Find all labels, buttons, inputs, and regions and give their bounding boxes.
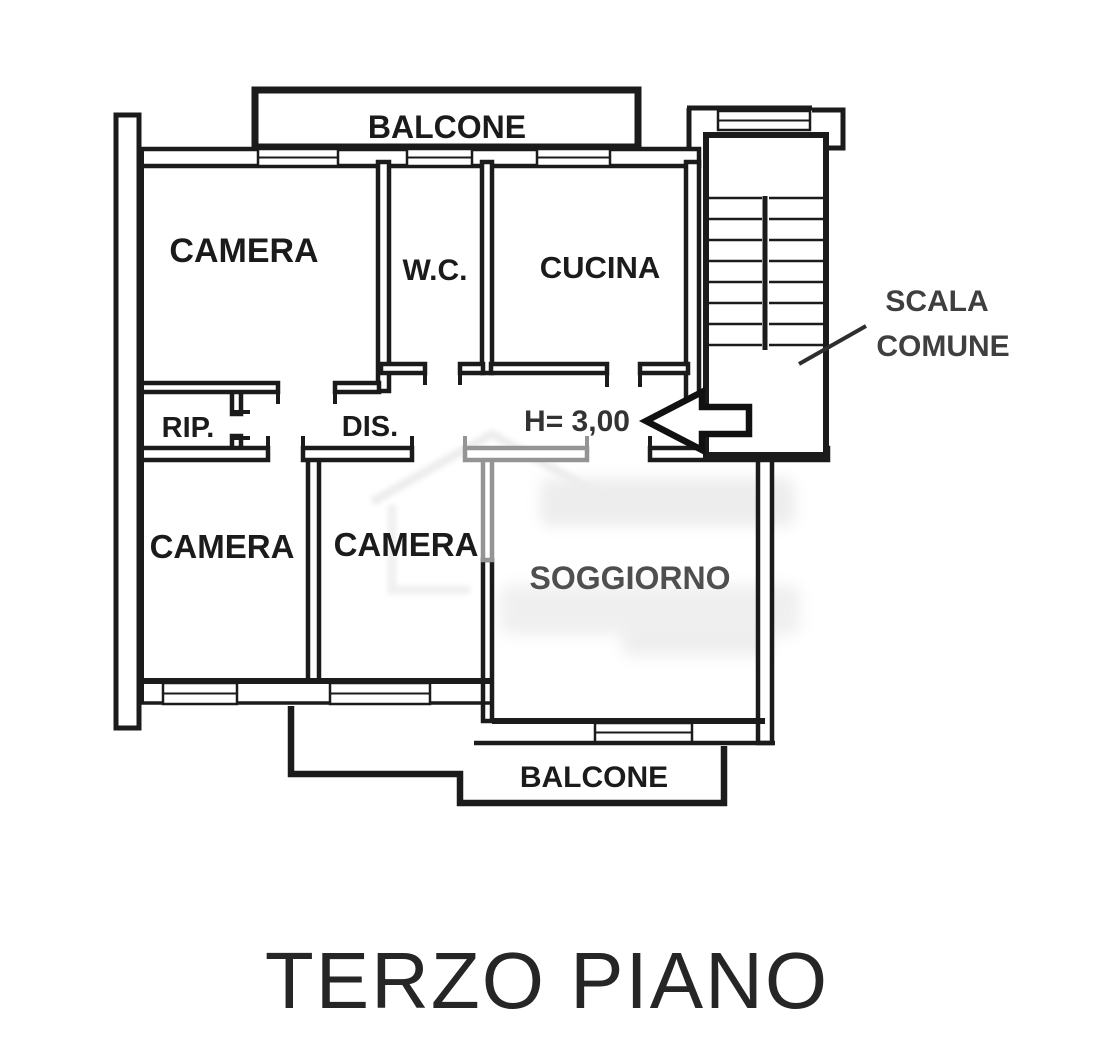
stairs-leader-line — [798, 324, 867, 366]
balcony-bottom-label: BALCONE — [520, 761, 668, 794]
ceiling-height-note: H= 3,00 — [524, 405, 630, 438]
window-soggiorno — [593, 721, 694, 744]
window-cucina — [535, 147, 612, 168]
room-wc-label: W.C. — [403, 254, 468, 287]
left-outer-wall — [113, 112, 142, 731]
windows — [161, 109, 812, 744]
wall-corridor-south-b — [300, 445, 415, 463]
window-camera-bottom-left — [161, 681, 239, 706]
entrance-arrow-icon — [638, 386, 753, 456]
wall-soggiorno-right — [755, 450, 775, 746]
wall-camera1-south-a — [136, 380, 281, 395]
room-soggiorno-label: SOGGIORNO — [530, 560, 731, 596]
room-cucina-label: CUCINA — [540, 250, 661, 285]
wall-camera-wc — [375, 159, 392, 394]
room-dis-label: DIS. — [342, 411, 398, 443]
window-camera-top — [256, 147, 340, 168]
balcony-bottom-outline — [287, 706, 728, 807]
room-camera-bottom-left-label: CAMERA — [150, 528, 295, 565]
room-rip-label: RIP. — [162, 412, 215, 444]
watermark — [369, 428, 800, 656]
wall-cucina-south-a — [488, 361, 610, 376]
floor-title: TERZO PIANO — [265, 936, 829, 1025]
window-camera-bottom-mid — [328, 681, 432, 706]
wall-wc-cucina — [479, 159, 495, 376]
door-jambs — [232, 373, 652, 448]
wall-corridor-south-a — [136, 445, 271, 463]
room-camera-top-label: CAMERA — [169, 232, 318, 270]
wall-corridor-south-c — [462, 445, 590, 463]
balcony-top-label: BALCONE — [368, 109, 526, 145]
stairs-label-line2: COMUNE — [876, 330, 1009, 363]
wall-camera-soggiorno-upper — [480, 455, 495, 563]
stairs-label-line1: SCALA — [885, 285, 988, 318]
wall-camera1-south-b — [332, 380, 382, 395]
stairs-steps — [706, 196, 826, 347]
wall-camera-soggiorno-lower — [480, 557, 495, 724]
wall-cucina-south-b — [637, 361, 691, 376]
wall-wc-south-a — [378, 361, 428, 376]
wall-camera-camera — [305, 455, 322, 684]
window-stairwell — [716, 109, 812, 132]
room-camera-bottom-mid-label: CAMERA — [334, 526, 479, 563]
wall-wc-south-b — [457, 361, 486, 376]
window-wc — [405, 147, 474, 168]
